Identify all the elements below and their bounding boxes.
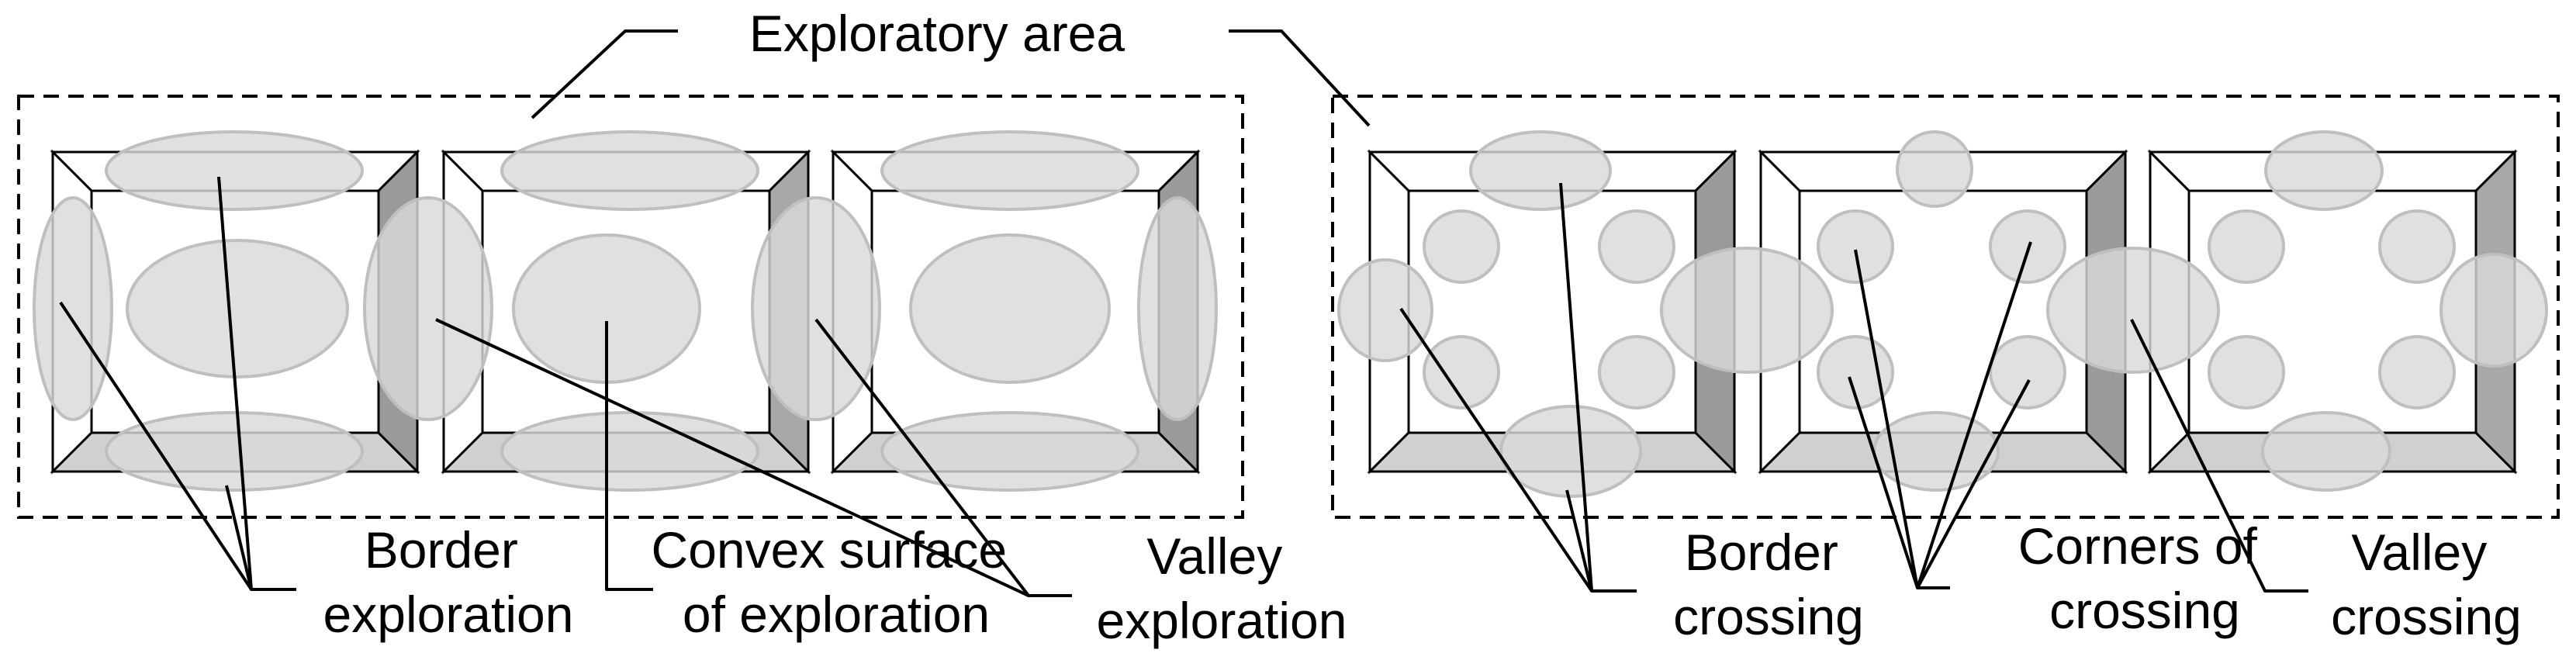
label-valley-crossing: Valley crossing (2331, 524, 2522, 645)
exploration-region-11 (880, 411, 1139, 492)
exploration-region-14 (1469, 130, 1612, 211)
exploration-region-35 (2439, 253, 2548, 368)
exploration-region-28 (2046, 247, 2220, 374)
label-corners-crossing-line1: Corners of (2018, 517, 2258, 575)
leaders-layer (59, 176, 2308, 597)
title-leader-right (1229, 29, 1371, 127)
exploration-region-15 (1499, 405, 1642, 498)
leader-convex-surface (605, 321, 653, 591)
exploration-region-34 (2378, 335, 2456, 409)
exploration-region-4 (126, 239, 349, 378)
exploration-region-33 (2378, 209, 2456, 284)
leader-corners-2 (1916, 241, 2032, 589)
label-border-exploration: Border exploration (323, 521, 574, 643)
leader-valley-exploration (814, 318, 1030, 597)
exploration-region-3 (33, 196, 113, 421)
exploration-region-12 (909, 233, 1111, 384)
exploration-region-7 (500, 411, 759, 492)
exploration-region-21 (1660, 247, 1834, 374)
exploration-region-9 (751, 196, 881, 421)
regions-layer (33, 130, 2548, 498)
exploration-region-13 (1137, 196, 1218, 421)
label-convex-surface: Convex surface of exploration (652, 521, 1022, 643)
exploration-region-18 (1423, 335, 1500, 409)
label-valley-crossing-line2: crossing (2331, 588, 2522, 645)
leader-corners-4 (1916, 379, 2031, 589)
exploration-region-31 (2208, 209, 2285, 284)
title-leader-left (531, 29, 678, 119)
label-valley-exploration: Valley exploration (1097, 527, 1347, 649)
exploration-region-27 (1989, 335, 2066, 409)
leader-corners-3 (1848, 376, 1919, 589)
exploration-region-22 (1896, 130, 1973, 208)
label-valley-crossing-line1: Valley (2351, 524, 2487, 581)
leader-valley-crossing (2130, 319, 2308, 593)
label-corners-crossing: Corners of crossing (2018, 517, 2271, 639)
exploration-region-20 (1598, 335, 1675, 409)
exploration-region-10 (880, 130, 1139, 211)
label-valley-exploration-line1: Valley (1146, 527, 1282, 585)
label-border-crossing: Border crossing (1673, 524, 1864, 645)
exploration-region-5 (363, 196, 493, 421)
label-border-crossing-line2: crossing (1673, 588, 1864, 645)
exploration-region-16 (1337, 258, 1433, 362)
label-corners-crossing-line2: crossing (2049, 582, 2240, 639)
label-border-exploration-line1: Border (365, 521, 518, 579)
leader-border-crossing-3 (1565, 489, 1593, 592)
exploration-region-2 (105, 411, 364, 492)
exploration-region-29 (2264, 130, 2384, 211)
leader-border-crossing-2 (1559, 182, 1593, 592)
exploration-region-19 (1598, 209, 1675, 284)
exploratory-area-title: Exploratory area (749, 5, 1125, 62)
exploration-region-6 (500, 130, 759, 211)
label-border-exploration-line2: exploration (323, 586, 574, 643)
exploratory-area-left-box (17, 95, 1244, 519)
label-convex-surface-line2: of exploration (683, 586, 990, 643)
leader-border-exploration-3 (225, 485, 253, 590)
exploration-region-17 (1423, 209, 1500, 284)
exploration-region-24 (1817, 209, 1894, 284)
exploration-region-32 (2208, 335, 2285, 409)
label-convex-surface-line1: Convex surface (652, 521, 1008, 579)
label-valley-exploration-line2: exploration (1097, 592, 1347, 649)
label-border-crossing-line1: Border (1685, 524, 1838, 581)
exploration-region-1 (105, 130, 364, 211)
leader-border-exploration-2 (217, 176, 253, 590)
exploratory-area-right-box (1331, 95, 2560, 519)
exploration-region-30 (2261, 411, 2391, 492)
